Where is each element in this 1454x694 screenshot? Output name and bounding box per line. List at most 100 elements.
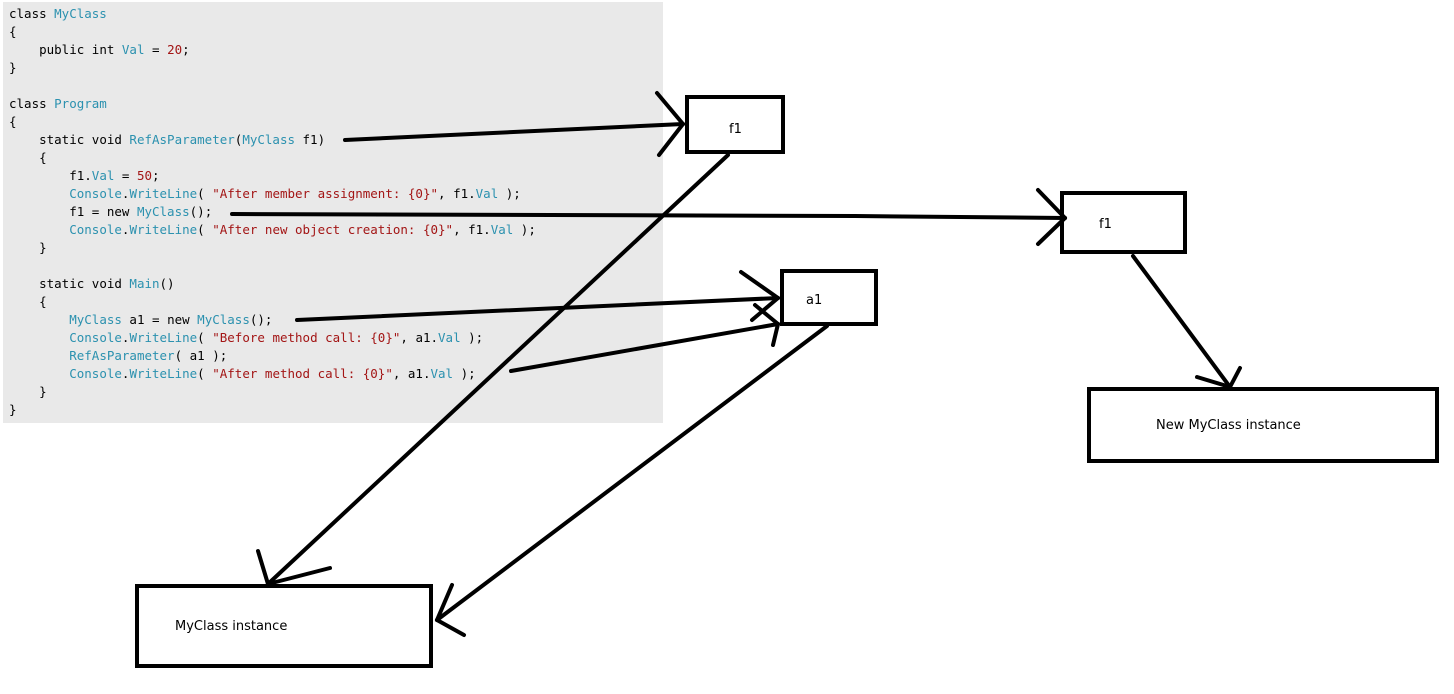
- code-token: static void: [39, 132, 130, 147]
- code-token: [9, 276, 39, 291]
- arrow-f1-new-to-new-instance: [1131, 254, 1242, 389]
- code-line: public int Val = 20;: [9, 41, 190, 59]
- code-token: Val: [430, 366, 454, 381]
- code-token: , a1.: [392, 366, 431, 381]
- code-token: WriteLine: [129, 366, 198, 381]
- code-token: {: [9, 114, 17, 129]
- code-token: ;: [182, 42, 190, 57]
- code-token: WriteLine: [129, 330, 198, 345]
- code-token: ();: [189, 204, 213, 219]
- code-token: );: [460, 330, 484, 345]
- code-token: 20: [167, 42, 183, 57]
- code-line: static void Main(): [9, 275, 174, 293]
- code-token: Console: [69, 222, 122, 237]
- code-token: MyClass: [242, 132, 295, 147]
- code-line: {: [9, 293, 47, 311]
- code-token: [9, 222, 69, 237]
- code-token: "Before method call: {0}": [212, 330, 401, 345]
- code-token: }: [9, 240, 47, 255]
- code-token: .: [121, 186, 130, 201]
- code-token: f1 =: [9, 204, 107, 219]
- code-line: f1.Val = 50;: [9, 167, 160, 185]
- code-token: class: [9, 96, 55, 111]
- code-token: }: [9, 384, 47, 399]
- code-token: "After member assignment: {0}": [212, 186, 439, 201]
- code-token: f1.: [9, 168, 92, 183]
- code-line: Console.WriteLine( "After member assignm…: [9, 185, 521, 203]
- code-token: [9, 348, 69, 363]
- code-line: }: [9, 239, 47, 257]
- code-token: }: [9, 402, 17, 417]
- code-line: class MyClass: [9, 5, 107, 23]
- code-panel: class MyClass{ public int Val = 20;}clas…: [3, 2, 663, 423]
- code-token: Val: [91, 168, 115, 183]
- box-new-myclass-instance-label: New MyClass instance: [1156, 418, 1301, 433]
- box-f1-new-label: f1: [1099, 217, 1112, 232]
- code-token: 50: [136, 168, 153, 183]
- code-line: RefAsParameter( a1 );: [9, 347, 227, 365]
- code-line: {: [9, 149, 47, 167]
- code-token: RefAsParameter: [69, 348, 175, 363]
- code-token: (: [234, 132, 243, 147]
- code-token: (: [197, 186, 213, 201]
- code-token: );: [513, 222, 536, 237]
- code-token: {: [9, 294, 47, 309]
- code-token: (: [197, 222, 213, 237]
- code-token: "After new object creation: {0}": [212, 222, 454, 237]
- code-token: public int: [39, 42, 122, 57]
- code-token: [9, 42, 39, 57]
- code-token: Console: [69, 186, 122, 201]
- code-token: {: [9, 150, 47, 165]
- code-line: {: [9, 113, 17, 131]
- code-token: Program: [54, 96, 107, 111]
- code-line: }: [9, 59, 17, 77]
- code-line: }: [9, 401, 17, 419]
- code-token: [9, 132, 39, 147]
- code-line: }: [9, 383, 47, 401]
- code-line: Console.WriteLine( "After method call: {…: [9, 365, 475, 383]
- code-token: ;: [152, 168, 160, 183]
- code-token: new: [167, 312, 198, 327]
- code-token: Console: [69, 330, 122, 345]
- box-myclass-instance: MyClass instance: [135, 584, 433, 668]
- code-token: "After method call: {0}": [212, 366, 393, 381]
- code-line: {: [9, 23, 17, 41]
- code-token: MyClass: [54, 6, 107, 21]
- code-token: class: [9, 6, 55, 21]
- code-token: Val: [438, 330, 461, 345]
- code-token: [9, 330, 69, 345]
- code-token: f1): [295, 132, 326, 147]
- code-line: MyClass a1 = new MyClass();: [9, 311, 272, 329]
- code-token: .: [121, 222, 130, 237]
- code-token: WriteLine: [129, 222, 198, 237]
- code-token: Val: [121, 42, 145, 57]
- box-f1-new: f1: [1060, 191, 1187, 254]
- code-token: Main: [129, 276, 160, 291]
- code-token: MyClass: [69, 312, 122, 327]
- code-token: (: [197, 330, 213, 345]
- box-f1-parameter: f1: [685, 95, 785, 154]
- code-line: Console.WriteLine( "Before method call: …: [9, 329, 483, 347]
- code-token: Val: [475, 186, 499, 201]
- code-token: static void: [39, 276, 130, 291]
- code-token: , f1.: [438, 186, 476, 201]
- code-token: .: [121, 330, 130, 345]
- box-new-myclass-instance: New MyClass instance: [1087, 387, 1439, 463]
- code-token: [9, 186, 69, 201]
- code-token: ();: [249, 312, 273, 327]
- box-a1-label: a1: [806, 293, 823, 308]
- code-token: new: [106, 204, 137, 219]
- code-token: ( a1 );: [174, 348, 228, 363]
- code-line: class Program: [9, 95, 107, 113]
- code-token: Val: [490, 222, 514, 237]
- code-token: , f1.: [453, 222, 491, 237]
- code-line: Console.WriteLine( "After new object cre…: [9, 221, 536, 239]
- box-f1-parameter-label: f1: [729, 122, 742, 137]
- code-token: .: [121, 366, 130, 381]
- code-token: a1 =: [121, 312, 168, 327]
- code-token: MyClass: [197, 312, 250, 327]
- code-token: {: [9, 24, 17, 39]
- code-token: }: [9, 60, 17, 75]
- code-token: MyClass: [136, 204, 190, 219]
- code-line: static void RefAsParameter(MyClass f1): [9, 131, 325, 149]
